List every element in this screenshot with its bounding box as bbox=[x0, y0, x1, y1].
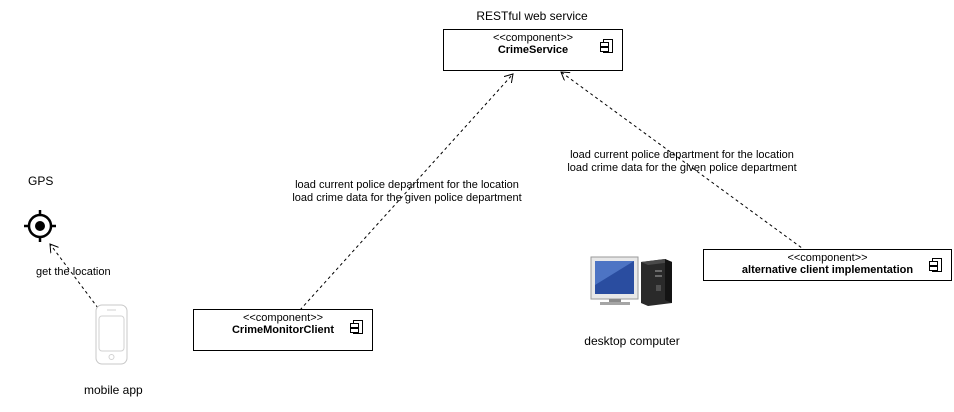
component-stereotype: <<component>> bbox=[242, 312, 324, 324]
desktop-computer-icon bbox=[590, 256, 672, 306]
right-edge-label-line2: load crime data for the given police dep… bbox=[567, 162, 797, 174]
gps-target-icon bbox=[24, 210, 56, 242]
component-icon bbox=[600, 39, 613, 53]
gps-caption: GPS bbox=[28, 174, 54, 188]
component-icon bbox=[350, 320, 363, 334]
left-edge-label-line2: load crime data for the given police dep… bbox=[292, 192, 522, 204]
component-name: CrimeMonitorClient bbox=[231, 324, 335, 336]
gps-edge-label: get the location bbox=[36, 266, 111, 278]
component-stereotype: <<component>> bbox=[492, 32, 574, 44]
right-edge-label-line1: load current police department for the l… bbox=[570, 149, 794, 161]
dependency-mobile-to-gps bbox=[50, 244, 99, 309]
mobile-phone-icon bbox=[95, 304, 128, 365]
service-caption: RESTful web service bbox=[476, 9, 588, 23]
component-stereotype: <<component>> bbox=[787, 252, 868, 264]
left-edge-label-line1: load current police department for the l… bbox=[295, 179, 519, 191]
right-edge-label: load current police department for the l… bbox=[567, 149, 796, 175]
component-name: alternative client implementation bbox=[741, 264, 914, 276]
component-icon bbox=[929, 258, 942, 272]
dependency-monitor-to-service bbox=[299, 74, 513, 311]
crime-service-component[interactable]: <<component>> CrimeService bbox=[443, 29, 623, 71]
alternative-client-component[interactable]: <<component>> alternative client impleme… bbox=[703, 249, 952, 281]
dependency-alternative-to-service bbox=[561, 72, 807, 252]
mobile-caption: mobile app bbox=[84, 383, 143, 397]
desktop-caption: desktop computer bbox=[584, 334, 680, 348]
crime-monitor-client-component[interactable]: <<component>> CrimeMonitorClient bbox=[193, 309, 373, 351]
component-name: CrimeService bbox=[497, 44, 569, 56]
left-edge-label: load current police department for the l… bbox=[292, 179, 521, 205]
